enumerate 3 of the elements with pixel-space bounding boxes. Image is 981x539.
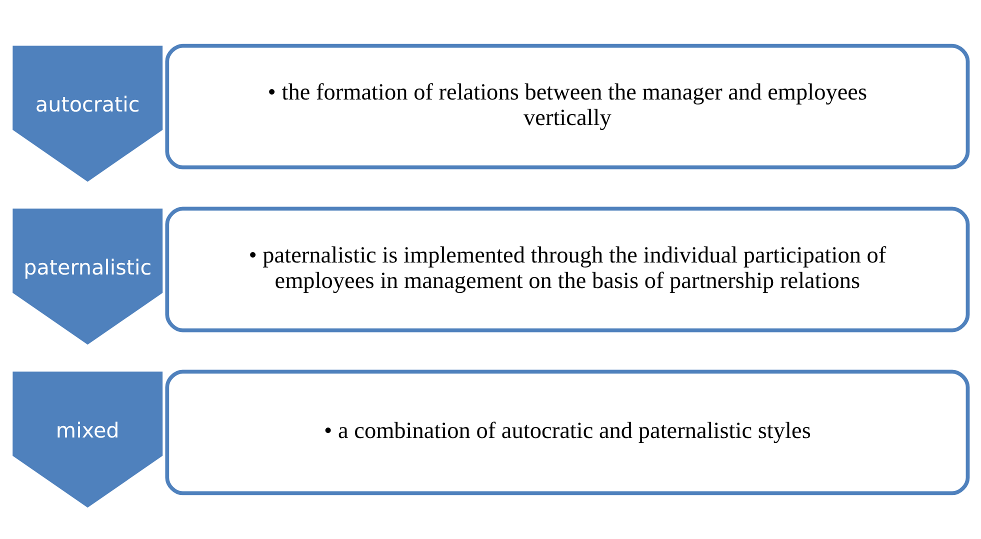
- node-box: • a combination of autocratic and paternalistic styles: [165, 370, 970, 496]
- node-box: • paternalistic is implemented through the individual participation of employees in management on the basis of partnership relations: [165, 206, 970, 332]
- node-box: • the formation of relations between the manager and employees vertically: [165, 44, 970, 170]
